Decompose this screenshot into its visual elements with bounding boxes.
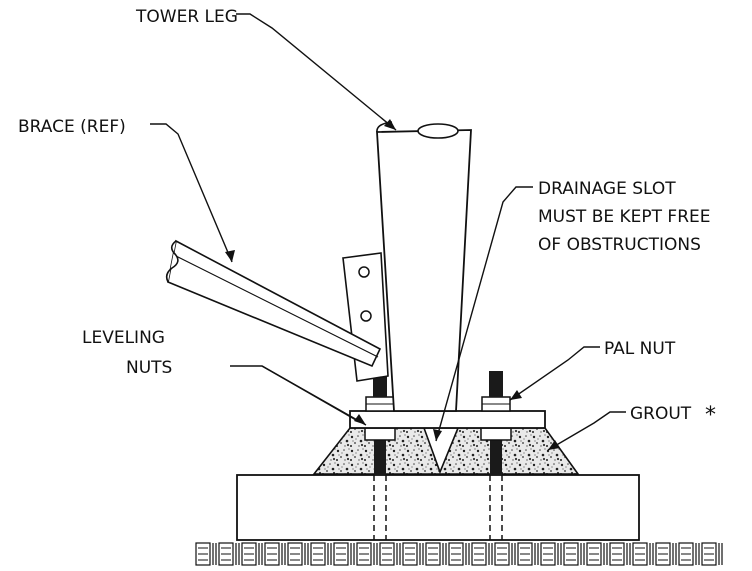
ground-hatch-block	[609, 542, 625, 566]
embedded-anchor-bolts	[373, 475, 503, 540]
ground-hatching	[195, 542, 723, 566]
base-plate	[349, 410, 546, 429]
label-tower-leg: TOWER LEG	[135, 7, 238, 27]
leveling-nut-right-lower	[480, 427, 512, 441]
ground-hatch-block	[218, 542, 234, 566]
label-leveling-line2: NUTS	[126, 358, 172, 378]
ground-hatch-block	[586, 542, 602, 566]
ground-hatch-block	[356, 542, 372, 566]
label-brace: BRACE (REF)	[18, 117, 126, 137]
leader-arrowheads	[225, 119, 560, 450]
label-grout: GROUT	[630, 404, 692, 424]
leader-lines	[150, 13, 626, 451]
gusset-bolt-hole	[358, 266, 370, 278]
ground-hatch-block	[563, 542, 579, 566]
ground-hatch-block	[632, 542, 648, 566]
ground-hatch-block	[540, 542, 556, 566]
label-drainage-line1: DRAINAGE SLOT	[538, 179, 676, 199]
leveling-nut-left-lower	[364, 427, 396, 441]
gusset-bolt-hole	[360, 310, 372, 322]
ground-hatch-block	[379, 542, 395, 566]
tower-leg-pipe	[376, 121, 472, 412]
label-drainage-line3: OF OBSTRUCTIONS	[538, 235, 701, 255]
ground-hatch-block	[494, 542, 510, 566]
ground-hatch-block	[241, 542, 257, 566]
anchor-bolt-right-shank	[490, 440, 502, 475]
label-grout-marker: *	[705, 403, 716, 428]
ground-hatch-block	[310, 542, 326, 566]
label-leveling-line1: LEVELING	[82, 328, 165, 348]
ground-hatch-block	[517, 542, 533, 566]
ground-hatch-block	[425, 542, 441, 566]
anchor-bolt-left-shank	[374, 440, 386, 475]
ground-hatch-block	[287, 542, 303, 566]
label-pal-nut: PAL NUT	[604, 339, 676, 359]
brace-member	[165, 239, 382, 368]
ground-hatch-block	[402, 542, 418, 566]
ground-hatch-block	[333, 542, 349, 566]
ground-hatch-block	[701, 542, 717, 566]
ground-hatch-block	[471, 542, 487, 566]
anchor-bolt-right-top	[489, 371, 503, 397]
ground-hatch-block	[448, 542, 464, 566]
ground-hatch-block	[264, 542, 280, 566]
ground-hatch-block	[655, 542, 671, 566]
ground-hatch-block	[678, 542, 694, 566]
concrete-foundation	[236, 474, 640, 541]
label-drainage-line2: MUST BE KEPT FREE	[538, 207, 711, 227]
ground-hatch-block	[195, 542, 211, 566]
